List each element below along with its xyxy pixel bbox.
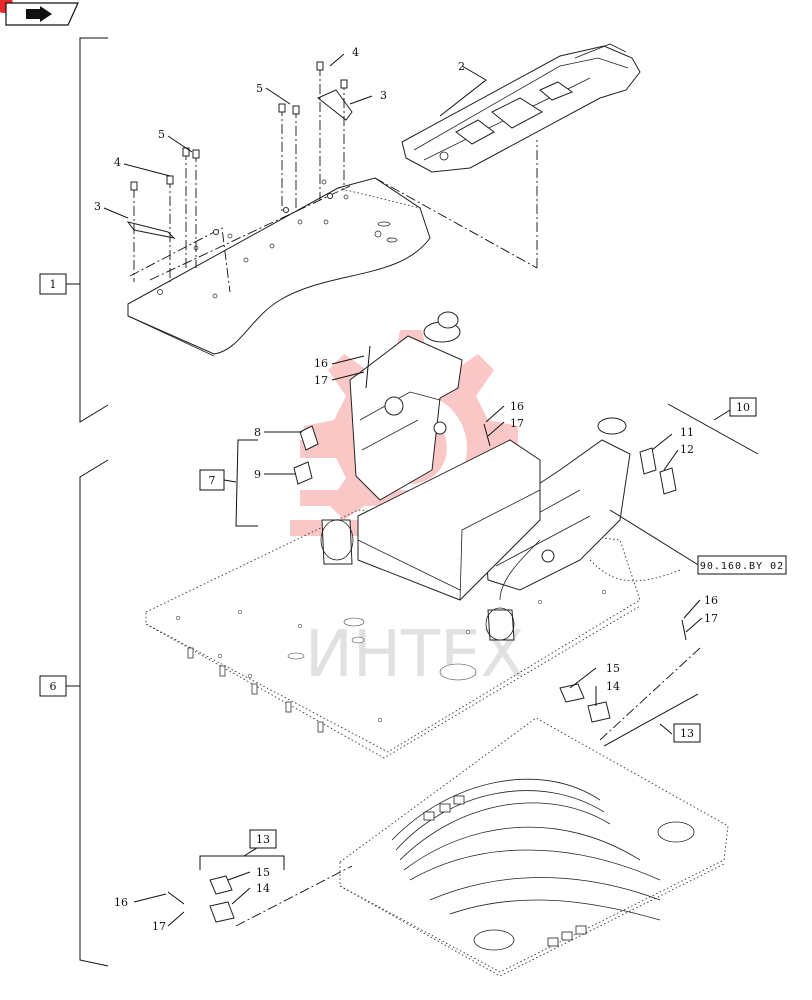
boxed-callout-13: 13 [673,723,701,743]
cab-floor-plate [145,509,641,759]
next-page-button[interactable] [0,0,79,26]
group-6-label: 6 [50,680,57,693]
reference-leader [609,509,701,567]
callout-17: 17 [314,374,328,387]
brace-10 [667,403,759,455]
group-6-bracket: 6 [39,459,109,967]
boxed-callout-10: 10 [729,397,757,417]
callout-16: 16 [314,357,328,370]
callout-16: 16 [704,594,718,607]
group-1-bracket: 1 [39,37,109,423]
callout-15: 15 [606,662,620,675]
callout-17: 17 [510,417,524,430]
watermark-text: ИНТЕХ [305,618,524,692]
lower-floor-plate [339,717,729,977]
callout-16: 16 [510,400,524,413]
callout-17: 17 [704,612,718,625]
bracket-part-right [317,89,353,121]
reference-label: 90.160.BY 02 [700,561,784,572]
boxed-13-label: 13 [256,833,270,846]
callout-11: 11 [680,426,694,439]
clip-set [167,345,687,923]
leader-dash [599,647,701,741]
boxed-callout-13: 13 [249,829,277,849]
brace-7 [235,439,258,527]
leader-dash [149,185,351,281]
callout-12: 12 [680,443,694,456]
callout-3: 3 [380,89,387,102]
callout-14: 14 [606,680,620,693]
leader-dash [235,865,353,927]
leader-line [713,409,731,421]
callout-4: 4 [352,46,359,59]
control-tower-right [483,417,631,641]
callout-9: 9 [254,468,261,481]
reference-link[interactable]: 90.160.BY 02 [697,555,787,575]
callout-5: 5 [158,128,165,141]
boxed-callout-7: 7 [199,469,225,491]
bolt-set [130,61,348,282]
boxed-7-label: 7 [209,474,216,487]
brace-13-upper [603,693,699,747]
hose-line [589,559,681,582]
leader-dash [374,177,538,269]
bracket-part-left [126,221,176,239]
callout-2: 2 [458,60,465,73]
callout-5: 5 [256,82,263,95]
boxed-13-label: 13 [680,727,694,740]
leader-dash [129,227,231,293]
leader-line [659,723,673,735]
callout-17: 17 [152,920,166,933]
floor-plate [127,177,431,357]
leader-line [223,479,237,483]
boxed-10-label: 10 [736,401,750,414]
control-tower-left [320,311,463,565]
callout-15: 15 [256,866,270,879]
base-frame [357,439,541,601]
callout-16: 16 [114,896,128,909]
next-page-arrow-icon [26,6,52,22]
callout-4: 4 [114,156,121,169]
brace-13-lower [199,855,285,870]
group-1-label: 1 [50,278,57,291]
callout-3: 3 [94,200,101,213]
callout-8: 8 [254,426,261,439]
callout-14: 14 [256,882,270,895]
hood-panel-part [401,43,641,173]
callout-leaders [103,53,703,927]
